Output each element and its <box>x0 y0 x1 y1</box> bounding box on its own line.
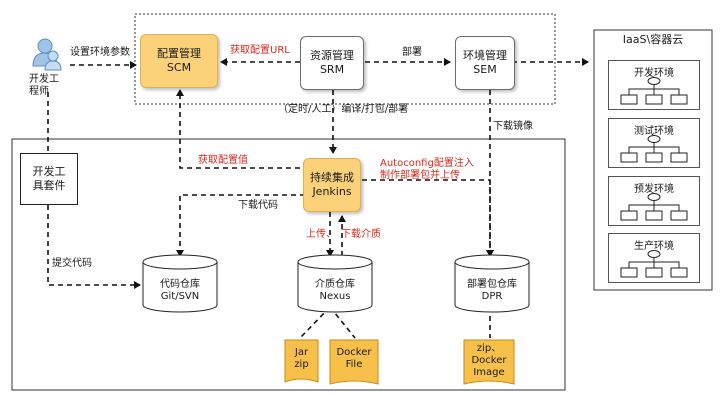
download-image-label: 下载镜像 <box>493 121 533 132</box>
git-cylinder-body <box>142 262 218 313</box>
jenkins-subtitle: Jenkins <box>312 185 352 198</box>
env-staging-label: 预发环境 <box>634 184 674 195</box>
docker-file-document <box>329 339 379 385</box>
get-config-label: 获取配置值 <box>198 155 248 166</box>
dev-kit-label: 开发工具套件 <box>32 165 66 192</box>
scm-subtitle: SCM <box>166 61 192 74</box>
autoconfig-label-1: Autoconfig配置注入 <box>380 158 474 169</box>
commit-code-arrow <box>47 205 141 289</box>
dev-kit-box[interactable]: 开发工具套件 <box>20 153 78 205</box>
git-store-title: 代码仓库 <box>160 279 200 290</box>
nexus-cylinder-top <box>297 254 373 270</box>
package-line1: zip、 <box>476 343 502 354</box>
autoconfig-arrow <box>362 179 494 257</box>
jenkins-title: 持续集成 <box>310 171 354 184</box>
scm-title: 配置管理 <box>157 47 201 60</box>
srm-node[interactable]: 资源管理 SRM <box>300 36 364 90</box>
nexus-store-subtitle: Nexus <box>319 291 351 302</box>
env-production[interactable]: 生产环境 <box>608 233 700 283</box>
env-production-label: 生产环境 <box>634 241 674 252</box>
dpr-cylinder-top <box>454 254 530 270</box>
docker-line1: Docker <box>336 347 372 358</box>
upload-label: 上传、 <box>306 229 336 240</box>
sem-subtitle: SEM <box>473 63 497 76</box>
git-cylinder-top <box>142 254 218 270</box>
package-line2: Docker <box>471 355 507 366</box>
scm-node[interactable]: 配置管理 SCM <box>140 34 218 88</box>
engineer-icon <box>32 38 62 71</box>
get-config-arrow <box>176 89 300 169</box>
timed-manual-label: （定时/人工）编译/打包/部署 <box>278 104 409 115</box>
get-config-url-label: 获取配置URL <box>230 45 290 56</box>
jar-line1: Jar <box>294 347 309 358</box>
download-code-label: 下载代码 <box>238 200 278 211</box>
sem-node[interactable]: 环境管理 SEM <box>455 36 515 90</box>
srm-title: 资源管理 <box>310 49 354 62</box>
engineer-label: 开发工程师 <box>29 74 59 97</box>
nexus-store-title: 介质仓库 <box>315 279 355 290</box>
download-code-arrow <box>176 194 305 257</box>
management-group-border <box>134 13 556 105</box>
dpr-cylinder-body <box>454 262 530 313</box>
jar-line2: zip <box>294 359 309 370</box>
dpr-store[interactable]: 部署包仓库 DPR <box>455 279 529 303</box>
git-store-subtitle: Git/SVN <box>160 291 200 302</box>
docker-line2: File <box>345 359 363 370</box>
package-artifact: zip、 Docker Image <box>464 343 514 379</box>
dpr-store-subtitle: DPR <box>481 291 503 302</box>
autoconfig-label-2: 制作部署包并上传 <box>380 170 460 181</box>
jar-zip-document <box>284 339 319 383</box>
cloud-title: IaaS\容器云 <box>622 33 684 46</box>
dpr-store-title: 部署包仓库 <box>467 279 517 290</box>
env-staging[interactable]: 预发环境 <box>608 176 700 226</box>
package-line3: Image <box>473 367 505 378</box>
nexus-jar-link <box>299 306 331 339</box>
commit-code-label: 提交代码 <box>52 258 92 269</box>
env-dev[interactable]: 开发环境 <box>608 60 700 110</box>
env-test-label: 测试环境 <box>634 126 674 137</box>
env-dev-label: 开发环境 <box>634 68 674 79</box>
git-store[interactable]: 代码仓库 Git/SVN <box>143 279 217 303</box>
nexus-docker-link <box>329 306 356 339</box>
package-document <box>463 339 515 385</box>
build-group-border <box>11 138 566 391</box>
srm-subtitle: SRM <box>319 63 345 76</box>
nexus-store[interactable]: 介质仓库 Nexus <box>298 279 372 303</box>
download-media-label: 下载介质 <box>341 229 381 240</box>
docker-artifact: Docker File <box>330 347 378 371</box>
jar-artifact: Jar zip <box>285 347 318 371</box>
env-test[interactable]: 测试环境 <box>608 118 700 168</box>
jenkins-node[interactable]: 持续集成 Jenkins <box>303 158 361 212</box>
set-env-label: 设置环境参数 <box>70 47 130 58</box>
sem-title: 环境管理 <box>463 49 507 62</box>
deploy-label: 部署 <box>402 47 422 58</box>
nexus-cylinder-body <box>297 262 373 313</box>
